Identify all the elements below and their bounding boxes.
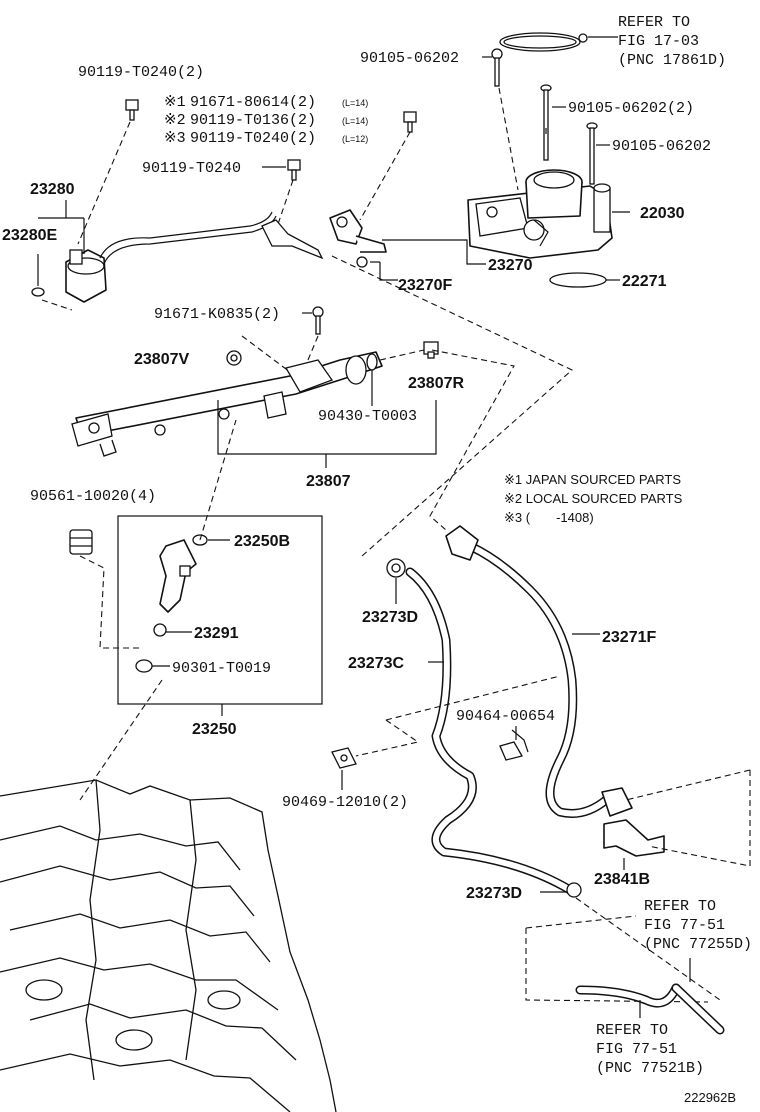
refer-1703-line1: REFER TO: [618, 14, 690, 31]
throttle-gasket-ring: [499, 32, 588, 52]
variant-1-note: (L=14): [342, 98, 368, 108]
hose-connector-top: [445, 525, 479, 561]
label-90105-06202-c: 90105-06202: [612, 138, 711, 155]
bolt-90119-single: [403, 111, 417, 133]
clip-90469: [331, 747, 357, 769]
pipe-77521B: [575, 983, 681, 1008]
engine-block: [0, 779, 337, 1112]
clamp-90464: [499, 729, 529, 761]
injector-kit-box: [117, 515, 323, 705]
label-22030: 22030: [640, 205, 685, 222]
fuel-connector-23270: [329, 209, 387, 268]
refer-label-7751-a: REFER TO FIG 77-51 (PNC 77255D): [644, 898, 752, 953]
variant-1-part: 91671-80614(2): [190, 94, 316, 111]
hose-23271F: [465, 541, 611, 818]
hose-connector-bottom: [601, 787, 633, 817]
insulator-90301: [135, 659, 153, 673]
clip-23807V: [226, 350, 242, 366]
variant-2-note: (L=14): [342, 116, 368, 126]
refer-7751b-line3: (PNC 77521B): [596, 1060, 704, 1077]
bolt-90105-c: [586, 122, 598, 185]
fuel-delivery-rail: [71, 351, 383, 457]
label-90464-00654: 90464-00654: [456, 708, 555, 725]
label-23273D-lower: 23273D: [466, 885, 522, 902]
o-ring-22271: [549, 272, 607, 288]
fuel-injector: [159, 539, 197, 613]
refer-7751b-line2: FIG 77-51: [596, 1041, 677, 1058]
refer-7751a-line2: FIG 77-51: [644, 917, 725, 934]
label-90301-T0019: 90301-T0019: [172, 660, 271, 677]
label-23841B: 23841B: [594, 871, 650, 888]
fuel-pressure-regulator: [65, 211, 324, 303]
label-23807V: 23807V: [134, 351, 189, 368]
figure-code: 222962B: [684, 1090, 736, 1105]
label-90105-06202-a: 90105-06202: [360, 50, 459, 67]
label-90105-06202-b: 90105-06202(2): [568, 100, 694, 117]
pipe-77255D: [671, 983, 725, 1035]
label-22271: 22271: [622, 273, 667, 290]
variant-2-part: 90119-T0136(2): [190, 112, 316, 129]
label-90469-12010: 90469-12010(2): [282, 794, 408, 811]
clamp-23273D-lower: [566, 882, 582, 898]
label-23280E: 23280E: [2, 227, 57, 244]
hose-23273C: [405, 567, 575, 895]
variant-3-note: (L=12): [342, 134, 368, 144]
refer-7751a-line1: REFER TO: [644, 898, 716, 915]
label-91671-K0835: 91671-K0835(2): [154, 306, 280, 323]
label-90119-T0240-2: 90119-T0240(2): [78, 64, 204, 81]
refer-7751a-line3: (PNC 77255D): [644, 936, 752, 953]
bolt-90105-b: [540, 84, 552, 161]
variant-1-mark: ※1: [164, 94, 186, 111]
throttle-body: [467, 169, 613, 259]
legend: ※1 JAPAN SOURCED PARTS ※2 LOCAL SOURCED …: [504, 472, 683, 525]
legend-line-1: ※1 JAPAN SOURCED PARTS: [504, 472, 681, 487]
refer-label-1703: REFER TO FIG 17-03 (PNC 17861D): [618, 14, 726, 69]
refer-label-7751-b: REFER TO FIG 77-51 (PNC 77521B): [596, 1022, 704, 1077]
bolt-91671: [312, 306, 324, 335]
plug-23807R: [423, 341, 439, 359]
bolt-90105-a: [491, 48, 503, 87]
refer-7751b-line1: REFER TO: [596, 1022, 668, 1039]
bolt-90119-single-2: [287, 159, 301, 181]
label-23807R: 23807R: [408, 375, 464, 392]
label-23273C: 23273C: [348, 655, 404, 672]
label-23270: 23270: [488, 257, 533, 274]
label-90430-T0003: 90430-T0003: [318, 408, 417, 425]
variant-3-mark: ※3: [164, 130, 186, 147]
refer-1703-line2: FIG 17-03: [618, 33, 699, 50]
label-23250B: 23250B: [234, 533, 290, 550]
o-ring-23291: [153, 623, 167, 637]
label-23270F: 23270F: [398, 277, 452, 294]
label-23280: 23280: [30, 181, 75, 198]
legend-line-2: ※2 LOCAL SOURCED PARTS: [504, 491, 683, 506]
variant-list: ※1 91671-80614(2) (L=14) ※2 90119-T0136(…: [164, 94, 368, 147]
label-23250: 23250: [192, 721, 237, 738]
variant-3-part: 90119-T0240(2): [190, 130, 316, 147]
refer-1703-line3: (PNC 17861D): [618, 52, 726, 69]
legend-line-3: ※3 ( -1408): [504, 510, 594, 525]
label-23271F: 23271F: [602, 629, 656, 646]
clamp-23273D-upper: [386, 558, 406, 578]
grommet-90561: [69, 529, 93, 555]
label-23273D-upper: 23273D: [362, 609, 418, 626]
bolt-90119-top: [125, 99, 139, 121]
label-90561-10020: 90561-10020(4): [30, 488, 156, 505]
bracket-23841B: [603, 819, 665, 857]
label-90119-T0240: 90119-T0240: [142, 160, 241, 177]
o-ring-90430: [366, 353, 378, 371]
label-23807: 23807: [306, 473, 351, 490]
label-23291: 23291: [194, 625, 239, 642]
variant-2-mark: ※2: [164, 112, 186, 129]
